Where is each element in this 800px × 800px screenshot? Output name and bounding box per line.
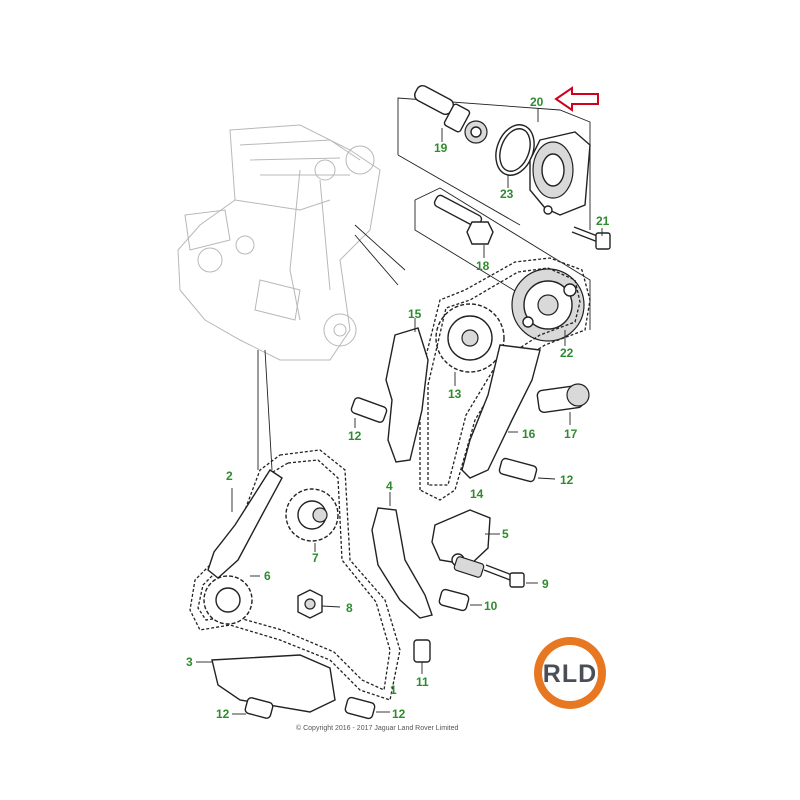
part-2-lower-guide: [207, 469, 283, 579]
callout-19: 19: [434, 141, 448, 155]
callout-12-lower-right: 12: [392, 707, 406, 721]
callout-17: 17: [564, 427, 578, 441]
red-arrow-icon: [554, 86, 599, 112]
callout-12-upper-right: 12: [560, 473, 574, 487]
part-12-dowel-upper-left: [350, 397, 388, 428]
part-10-dowel: [438, 588, 482, 612]
part-6-sprocket: [203, 575, 260, 625]
part-12-dowel-lower-left: [232, 697, 274, 719]
part-15-guide: [385, 318, 429, 463]
overview-leaders: [257, 224, 406, 471]
callout-21: 21: [596, 214, 610, 228]
callout-7: 7: [312, 551, 319, 565]
callout-6: 6: [264, 569, 271, 583]
part-7-sprocket: [285, 488, 339, 552]
callout-12-upper-left: 12: [348, 429, 362, 443]
part-8-nut: [297, 589, 341, 619]
engine-overview-ghost: [177, 124, 381, 361]
part-20-cover: [529, 108, 591, 216]
exploded-panels: [397, 97, 591, 330]
callout-13: 13: [448, 387, 462, 401]
callout-5: 5: [502, 527, 509, 541]
part-13-sprocket: [435, 303, 505, 386]
callout-11: 11: [416, 675, 429, 689]
callout-1: 1: [390, 683, 397, 697]
callout-3: 3: [186, 655, 193, 669]
part-21-bolt: [571, 226, 611, 250]
part-22-vct-unit: [511, 268, 585, 346]
part-12-dowel-lower-right: [344, 696, 390, 720]
callout-10: 10: [484, 599, 498, 613]
copyright-text: © Copyright 2016 - 2017 Jaguar Land Rove…: [296, 724, 458, 732]
callout-8: 8: [346, 601, 353, 615]
callout-18: 18: [476, 259, 490, 273]
callout-20: 20: [530, 95, 544, 109]
callout-12-lower-left: 12: [216, 707, 230, 721]
part-17-tensioner: [536, 383, 590, 425]
logo-text: RLD: [543, 660, 597, 688]
part-11-dowel: [413, 639, 431, 674]
logo-inner: [542, 645, 598, 701]
part-3-guide: [196, 654, 336, 713]
part-16-tensioner-guide: [461, 344, 541, 479]
part-14-upper-chain: [419, 257, 591, 501]
callout-15: 15: [408, 307, 422, 321]
rld-logo: RLD: [534, 637, 606, 709]
callout-labels: 20 19 23 21 18 15 22 13 17 12 16 12 2 4 …: [186, 95, 610, 721]
part-19-solenoid: [413, 84, 488, 144]
callout-9: 9: [542, 577, 549, 591]
callout-16: 16: [522, 427, 536, 441]
part-9-bolt: [483, 564, 538, 588]
part-18-bolt: [433, 194, 494, 258]
callout-14: 14: [470, 487, 484, 501]
callout-23: 23: [500, 187, 514, 201]
part-23-o-ring: [495, 124, 535, 188]
callout-4: 4: [386, 479, 393, 493]
part-12-dowel-upper-right: [498, 457, 556, 483]
callout-2: 2: [226, 469, 233, 483]
part-5-tensioner: [431, 509, 500, 578]
part-14-upper-chain-inner: [427, 267, 581, 486]
part-4-guide: [371, 492, 433, 619]
callout-22: 22: [560, 346, 574, 360]
